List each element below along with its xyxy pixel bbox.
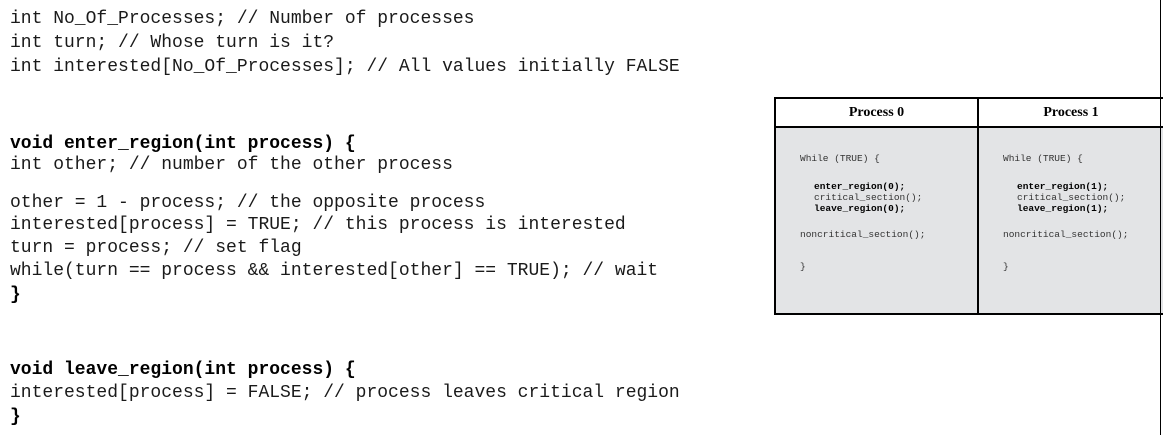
enter-region-line-2: interested[process] = TRUE; // this proc… <box>10 215 626 235</box>
page-right-border <box>1160 0 1161 435</box>
global-decl-interested: int interested[No_Of_Processes]; // All … <box>10 57 680 77</box>
process-table: Process 0 While (TRUE) { enter_region(0)… <box>774 97 1163 315</box>
process-0-header: Process 0 <box>776 99 977 128</box>
global-decl-processes: int No_Of_Processes; // Number of proces… <box>10 9 475 29</box>
process-0-noncritical: noncritical_section(); <box>800 229 926 240</box>
process-0-enter: enter_region(0); <box>814 181 906 192</box>
enter-region-close: } <box>10 285 21 305</box>
global-decl-turn: int turn; // Whose turn is it? <box>10 33 335 53</box>
process-1-column: Process 1 While (TRUE) { enter_region(1)… <box>979 99 1163 313</box>
leave-region-body: interested[process] = FALSE; // process … <box>10 383 680 403</box>
enter-region-decl: int other; // number of the other proces… <box>10 155 453 175</box>
process-0-while: While (TRUE) { <box>800 153 880 164</box>
process-1-noncritical: noncritical_section(); <box>1003 229 1129 240</box>
column-divider <box>977 99 979 313</box>
process-1-critical: critical_section(); <box>1017 192 1126 203</box>
enter-region-line-4: while(turn == process && interested[othe… <box>10 261 659 281</box>
process-0-column: Process 0 While (TRUE) { enter_region(0)… <box>776 99 977 313</box>
process-0-close: } <box>800 261 806 272</box>
leave-region-signature: void leave_region(int process) { <box>10 360 356 380</box>
leave-region-close: } <box>10 407 21 427</box>
process-0-critical: critical_section(); <box>814 192 923 203</box>
process-1-close: } <box>1003 261 1009 272</box>
process-1-body: While (TRUE) { enter_region(1); critical… <box>979 128 1163 313</box>
process-0-leave: leave_region(0); <box>814 203 906 214</box>
enter-region-signature: void enter_region(int process) { <box>10 134 356 154</box>
process-1-while: While (TRUE) { <box>1003 153 1083 164</box>
process-1-enter: enter_region(1); <box>1017 181 1109 192</box>
process-0-body: While (TRUE) { enter_region(0); critical… <box>776 128 977 313</box>
enter-region-line-1: other = 1 - process; // the opposite pro… <box>10 193 486 213</box>
enter-region-line-3: turn = process; // set flag <box>10 238 302 258</box>
process-1-leave: leave_region(1); <box>1017 203 1109 214</box>
process-1-header: Process 1 <box>979 99 1163 128</box>
